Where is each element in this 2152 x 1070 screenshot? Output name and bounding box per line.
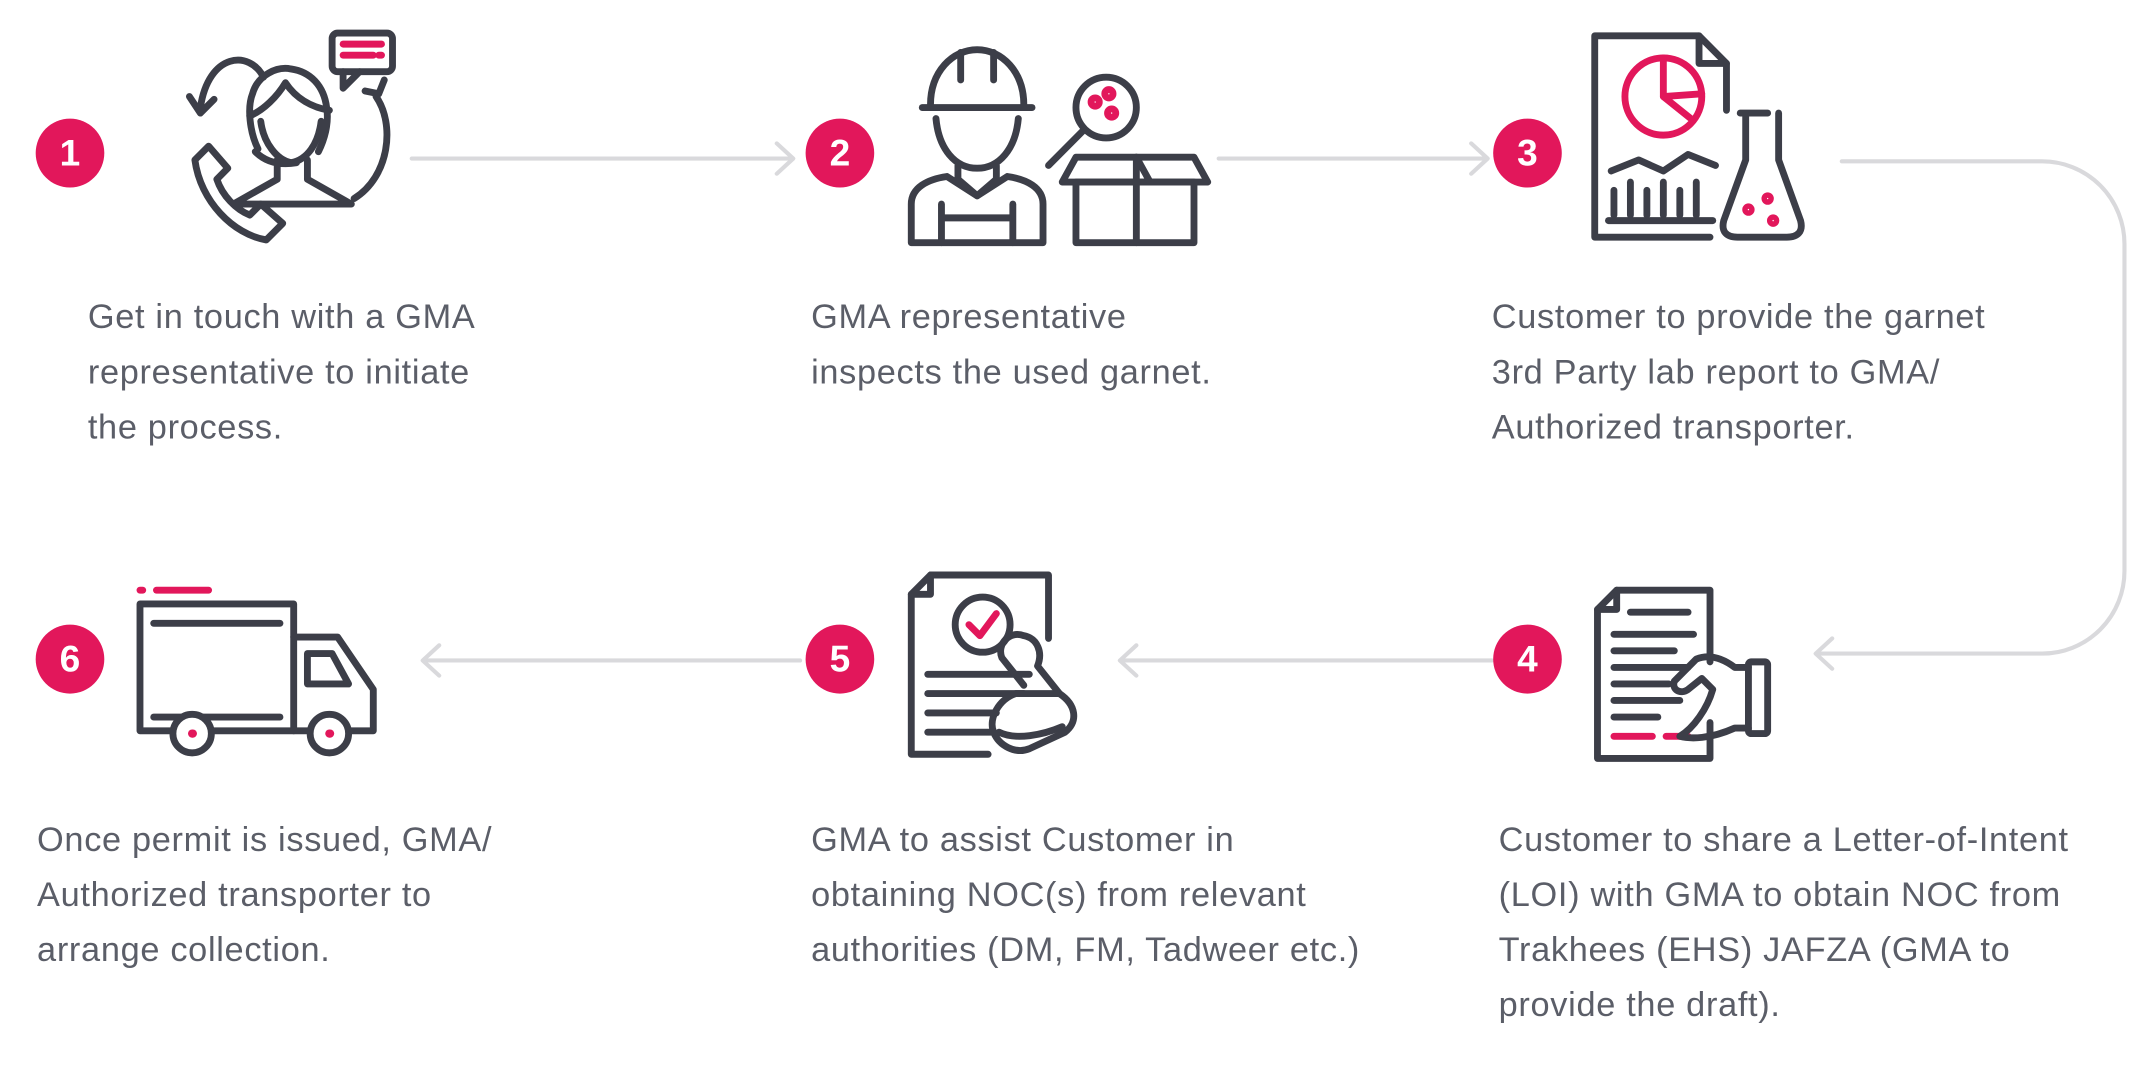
step-number-2: 2 [805, 118, 875, 188]
customer-support-icon [185, 29, 396, 244]
step-number-3: 3 [1493, 118, 1562, 188]
arrow-3-to-4 [1813, 159, 2127, 671]
step-5-description: GMA to assist Customer in obtaining NOC(… [811, 820, 1361, 970]
letter-of-intent-icon [1594, 586, 1772, 762]
step-number-1: 1 [35, 118, 105, 188]
arrow-1-to-2 [409, 141, 796, 176]
step-number-4: 4 [1493, 624, 1562, 694]
step-2-description: GMA representative inspects the used gar… [811, 297, 1212, 392]
inspector-icon [907, 46, 1212, 247]
step-6-description: Once permit is issued, GMA/ Authorized t… [37, 820, 493, 970]
delivery-truck-icon [136, 586, 377, 757]
step-1-description: Get in touch with a GMA representative t… [87, 297, 476, 447]
arrow-4-to-5 [1117, 643, 1494, 678]
step-number-5: 5 [805, 624, 875, 694]
lab-report-icon [1591, 32, 1805, 241]
step-3-description: Customer to provide the garnet 3rd Party… [1491, 297, 1986, 447]
approved-document-icon [907, 571, 1078, 758]
step-number-6: 6 [35, 624, 105, 694]
step-4-description: Customer to share a Letter-of-Intent (LO… [1498, 820, 2069, 1025]
arrow-5-to-6 [420, 643, 803, 678]
arrow-2-to-3 [1216, 141, 1490, 176]
